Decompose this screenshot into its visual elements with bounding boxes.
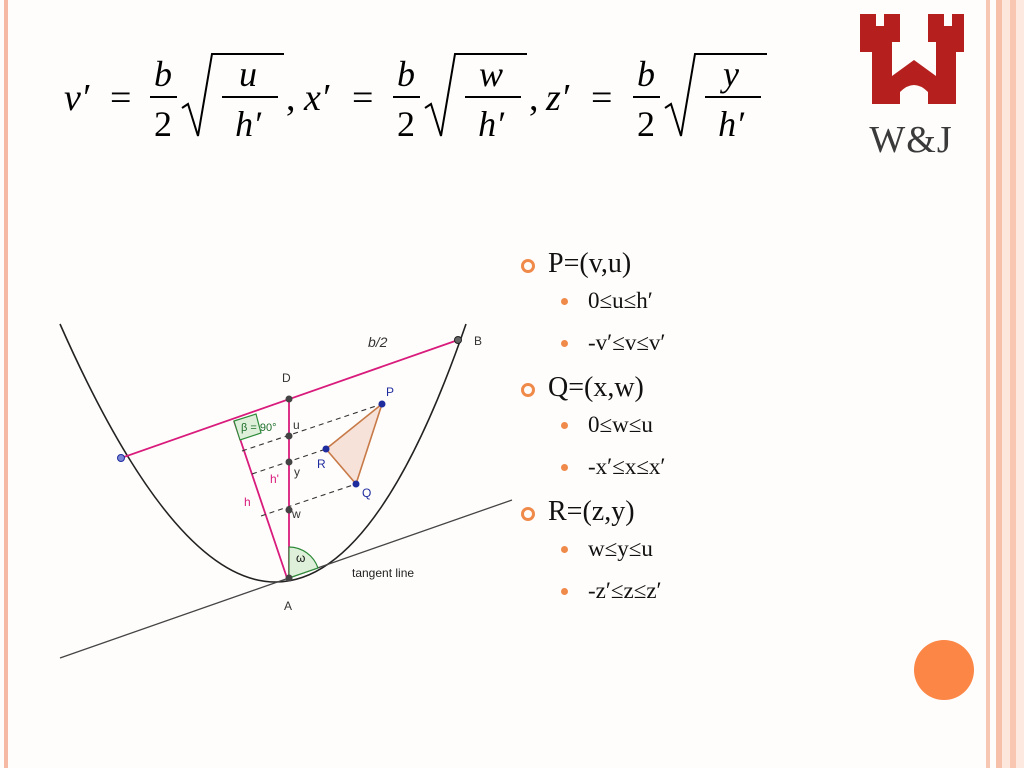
formula: v′ = b 2 u h′ , x′ = b 2 w h′ , z′ = b	[64, 53, 767, 144]
label-p: P	[386, 385, 394, 399]
formula-sqrt	[424, 53, 527, 137]
bullet-label: R=(z,y)	[548, 496, 635, 527]
sub-bullet-text: 0≤u≤h′	[588, 288, 653, 313]
formula-den-2: 2	[637, 104, 655, 144]
omega-angle-marker	[288, 546, 319, 579]
castle-icon	[860, 14, 964, 104]
wj-castle-logo	[860, 14, 964, 104]
label-tangent: tangent line	[352, 566, 414, 580]
label-h-prime: h'	[270, 472, 279, 486]
parabola-diagram: b/2 B D P u R y h' Q h w ω tangent line …	[59, 323, 513, 659]
formula-num-b: b	[154, 54, 172, 94]
point-a	[285, 574, 293, 582]
point-d	[285, 395, 293, 403]
formula-lhs-v: v′	[64, 77, 90, 119]
formula-equals: =	[352, 77, 373, 119]
bullet-dot-icon	[561, 588, 568, 595]
bullet-dot-icon	[561, 464, 568, 471]
formula-sqrt	[664, 53, 767, 137]
bullet-dot-icon	[561, 340, 568, 347]
point-p	[378, 400, 386, 408]
bullet-dot-icon	[561, 422, 568, 429]
bullet-dot-icon	[561, 298, 568, 305]
bullet-ring-icon	[521, 507, 535, 521]
bullet-label: P=(v,u)	[548, 248, 632, 279]
bullet-ring-icon	[521, 259, 535, 273]
label-omega: ω	[296, 551, 305, 565]
formula-part-x: x′ = b 2 w h′ ,	[303, 53, 539, 144]
formula-comma: ,	[286, 77, 296, 119]
sub-bullet: 0≤u≤h′	[520, 288, 940, 314]
parabola-curve	[59, 323, 467, 583]
label-r: R	[317, 457, 326, 471]
decorative-orange-circle	[914, 640, 974, 700]
point-r	[322, 445, 330, 453]
label-q: Q	[362, 486, 371, 500]
h-line	[233, 420, 288, 579]
bullet-ring-icon	[521, 383, 535, 397]
formula-rad-den: h′	[235, 104, 262, 144]
formula-equals: =	[591, 77, 612, 119]
sub-bullet-text: w≤y≤u	[588, 536, 653, 561]
logo-text: W&J	[869, 119, 953, 161]
point-u	[285, 432, 293, 440]
formula-lhs-x: x′	[303, 77, 330, 119]
label-u: u	[293, 418, 300, 432]
sub-bullet-text: -v′≤v≤v′	[588, 330, 666, 355]
formula-part-z: z′ = b 2 y h′	[545, 53, 767, 144]
formula-rad-den: h′	[718, 104, 745, 144]
formula-num-b: b	[637, 54, 655, 94]
point-y	[285, 458, 293, 466]
triangle-pqr	[324, 401, 384, 486]
point-left	[117, 454, 125, 462]
sub-bullet: 0≤w≤u	[520, 412, 940, 438]
formula-den-2: 2	[154, 104, 172, 144]
formula-part-v: v′ = b 2 u h′ ,	[64, 53, 296, 144]
formula-rad-num-u: u	[239, 54, 257, 94]
formula-lhs-z: z′	[545, 77, 570, 119]
sub-bullet-text: -z′≤z≤z′	[588, 578, 662, 603]
bullet-q: Q=(x,w)	[520, 372, 940, 404]
label-beta: β = 90°	[241, 422, 277, 434]
label-b: B	[474, 334, 482, 348]
formula-rad-num-w: w	[479, 54, 503, 94]
label-d: D	[282, 371, 291, 385]
formula-num-b: b	[397, 54, 415, 94]
bullet-p: P=(v,u)	[520, 248, 940, 280]
sub-bullet: -x′≤x≤x′	[520, 454, 940, 480]
formula-sqrt	[181, 53, 284, 137]
point-b	[454, 336, 462, 344]
formula-rad-num-y: y	[720, 54, 739, 94]
right-border-stripes	[980, 0, 1024, 768]
label-a: A	[284, 599, 292, 613]
label-b-half: b/2	[368, 334, 388, 350]
point-w	[285, 506, 293, 514]
label-h: h	[244, 495, 251, 509]
bullet-r: R=(z,y)	[520, 496, 940, 528]
bullet-label: Q=(x,w)	[548, 372, 644, 403]
formula-den-2: 2	[397, 104, 415, 144]
formula-rad-den: h′	[478, 104, 505, 144]
label-y: y	[294, 465, 300, 479]
sub-bullet: -z′≤z≤z′	[520, 578, 940, 604]
dashed-line-u	[241, 403, 383, 452]
sub-bullet-text: -x′≤x≤x′	[588, 454, 666, 479]
left-border	[4, 0, 8, 768]
right-angle-marker	[233, 413, 262, 441]
formula-equals: =	[110, 77, 131, 119]
label-w: w	[291, 507, 301, 521]
dashed-line-w	[260, 483, 357, 517]
sub-bullet: w≤y≤u	[520, 536, 940, 562]
formula-comma: ,	[529, 77, 539, 119]
bullet-list: P=(v,u) 0≤u≤h′ -v′≤v≤v′ Q=(x,w) 0≤w≤u -x…	[520, 248, 940, 620]
bullet-dot-icon	[561, 546, 568, 553]
point-q	[352, 480, 360, 488]
sub-bullet-text: 0≤w≤u	[588, 412, 653, 437]
sub-bullet: -v′≤v≤v′	[520, 330, 940, 356]
